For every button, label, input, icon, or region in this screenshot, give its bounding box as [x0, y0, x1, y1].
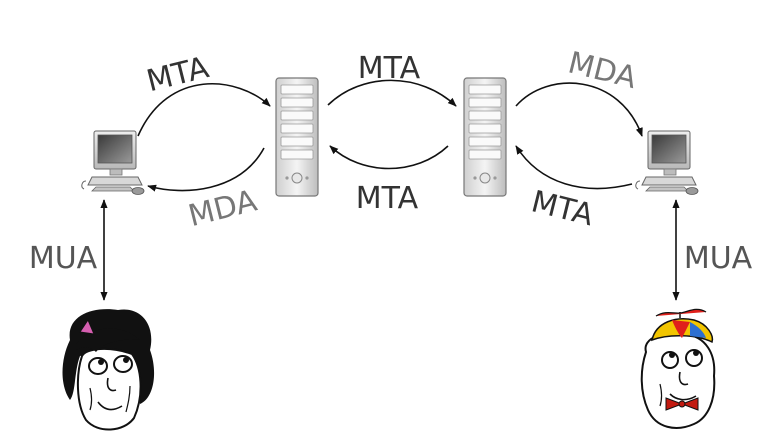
label-bottom-mid: MTA [356, 181, 419, 216]
label-right-side: MUA [684, 241, 753, 276]
label-top-right: MDA [565, 45, 641, 96]
server-1-icon [275, 77, 319, 197]
right-computer-icon [635, 130, 699, 195]
server-2-icon [463, 77, 507, 197]
left-computer-icon [81, 130, 145, 195]
label-bottom-right: MTA [528, 184, 597, 233]
label-top-left: MTA [143, 50, 212, 99]
arrow-client-to-server2 [515, 145, 633, 190]
label-bottom-left: MDA [185, 183, 261, 234]
arrow-server1-to-server2 [327, 79, 457, 107]
arrow-server1-to-client [147, 147, 265, 192]
label-top-mid: MTA [358, 51, 421, 86]
left-user-avatar-icon [62, 309, 155, 431]
right-user-avatar-icon [640, 308, 716, 429]
label-left-side: MUA [29, 241, 98, 276]
arrow-server2-to-client [515, 82, 643, 137]
arrow-client-to-server1 [137, 83, 271, 137]
arrow-server2-to-server1 [329, 145, 449, 170]
